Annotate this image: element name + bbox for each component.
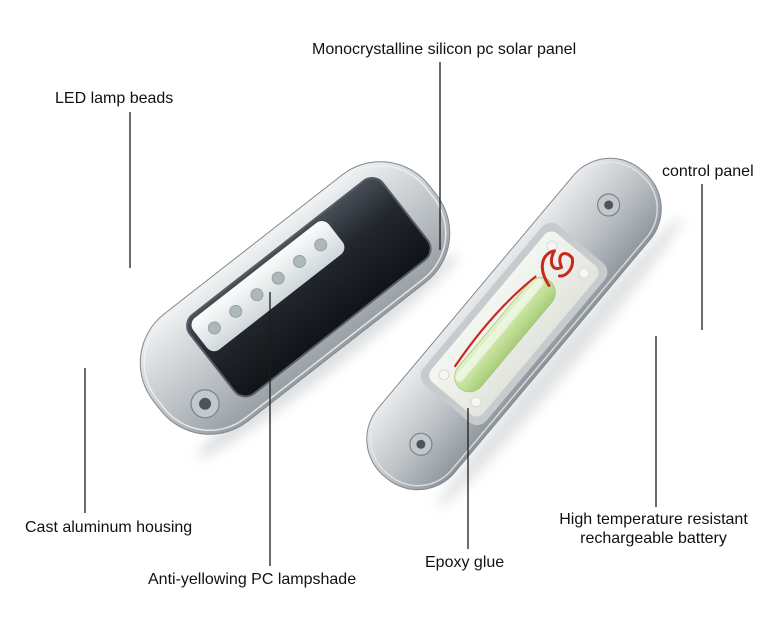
screw-hole — [604, 200, 614, 210]
led-lamp-beads-row — [207, 238, 328, 335]
label-pc-lampshade: Anti-yellowing PC lampshade — [148, 571, 357, 588]
label-battery: High temperature resistant rechargeable … — [559, 511, 748, 547]
housing-bevel-highlight — [143, 164, 447, 432]
cavity-boss-dot — [470, 396, 482, 408]
screw-hole — [416, 439, 426, 449]
control-panel-wires — [540, 249, 574, 287]
screw-hole — [199, 397, 212, 410]
led-bead-dot — [292, 255, 306, 269]
label-epoxy-glue: Epoxy glue — [425, 554, 505, 571]
label-led-lamp-beads: LED lamp beads — [55, 90, 174, 107]
right-device-illustration — [366, 157, 683, 509]
led-bead-dot — [314, 238, 328, 252]
housing-bevel-highlight — [370, 161, 658, 487]
label-control-panel: control panel — [662, 163, 754, 180]
cavity-boss-dot — [578, 267, 590, 279]
wire-red-lead — [454, 275, 537, 368]
led-bead-dot — [271, 271, 285, 285]
cavity-boss-dot — [546, 240, 558, 252]
cavity-boss-dot — [438, 369, 450, 381]
battery-highlight — [455, 278, 544, 382]
right-device-shadow — [437, 216, 683, 509]
solar-panel-window — [186, 177, 432, 398]
led-bead-dot — [250, 288, 264, 302]
label-solar-panel: Monocrystalline silicon pc solar panel — [312, 41, 577, 58]
left-device-illustration — [139, 161, 459, 459]
label-cast-aluminum-housing: Cast aluminum housing — [25, 519, 193, 536]
led-bead-dot — [229, 304, 243, 318]
pc-lampshade-strip — [191, 221, 345, 352]
led-bead-dot — [207, 321, 221, 335]
rechargeable-battery-cylinder — [454, 277, 556, 393]
